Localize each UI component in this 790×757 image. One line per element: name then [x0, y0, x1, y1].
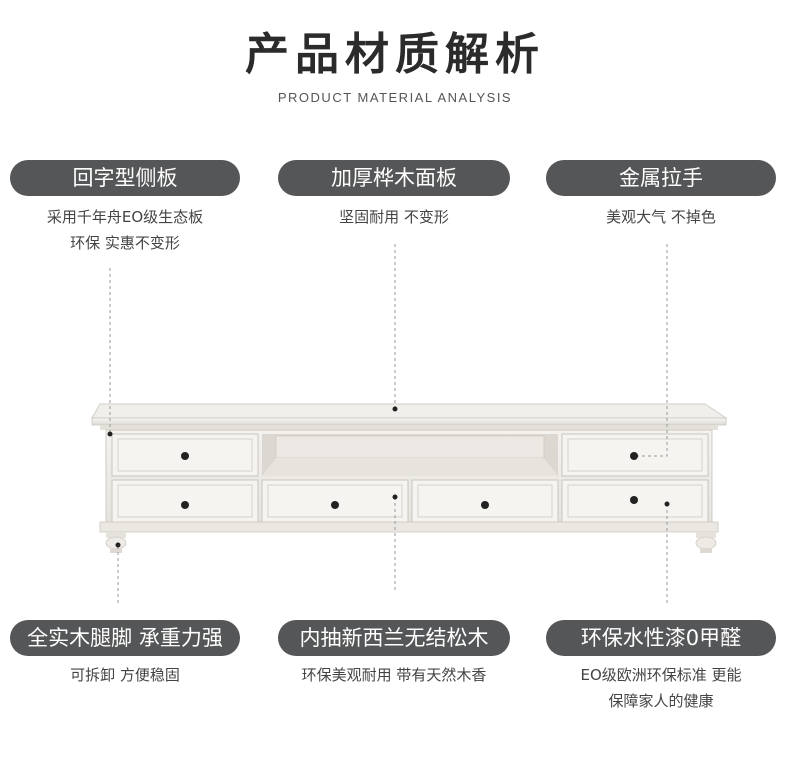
- feature-desc-line: 环保 实惠不变形: [70, 234, 180, 252]
- feature-label-wood-legs: 全实木腿脚 承重力强: [10, 620, 240, 656]
- cabinet-top-panel: [91, 403, 728, 430]
- page-title: 产品材质解析: [245, 29, 545, 80]
- feature-label-pine-drawer: 内抽新西兰无结松木: [278, 620, 510, 656]
- leader-lines: [109, 244, 668, 604]
- feature-desc-line: 美观大气 不掉色: [606, 208, 716, 226]
- feature-label-water-paint: 环保水性漆0甲醛: [546, 620, 776, 656]
- page-subtitle: PRODUCT MATERIAL ANALYSIS: [277, 90, 513, 105]
- feature-desc-metal-handle: 美观大气 不掉色: [546, 204, 776, 230]
- feature-desc-wood-legs: 可拆卸 方便稳固: [10, 662, 240, 688]
- feature-label-top-panel: 加厚桦木面板: [278, 160, 510, 196]
- feature-label-side-panel: 回字型侧板: [10, 160, 240, 196]
- feature-desc-pine-drawer: 环保美观耐用 带有天然木香: [264, 662, 524, 688]
- feature-desc-line: 坚固耐用 不变形: [339, 208, 449, 226]
- feature-desc-line: 保障家人的健康: [608, 692, 714, 710]
- cabinet-leg-left: [105, 532, 127, 553]
- drawer-bottom-3: [411, 479, 559, 523]
- feature-desc-line: 可拆卸 方便稳固: [70, 666, 180, 684]
- feature-label-metal-handle: 金属拉手: [546, 160, 776, 196]
- leader-dots: [107, 406, 670, 548]
- feature-desc-side-panel: 采用千年舟EO级生态板 环保 实惠不变形: [10, 204, 240, 256]
- feature-desc-water-paint: EO级欧洲环保标准 更能 保障家人的健康: [546, 662, 776, 714]
- feature-desc-line: 采用千年舟EO级生态板: [46, 208, 204, 226]
- cabinet-leg-right: [695, 532, 717, 553]
- drawer-knobs: [181, 452, 638, 509]
- feature-desc-line: EO级欧洲环保标准 更能: [580, 666, 742, 684]
- feature-desc-line: 环保美观耐用 带有天然木香: [301, 666, 487, 684]
- feature-desc-top-panel: 坚固耐用 不变形: [278, 204, 510, 230]
- cabinet-base: [99, 521, 719, 533]
- open-shelf: [262, 434, 558, 476]
